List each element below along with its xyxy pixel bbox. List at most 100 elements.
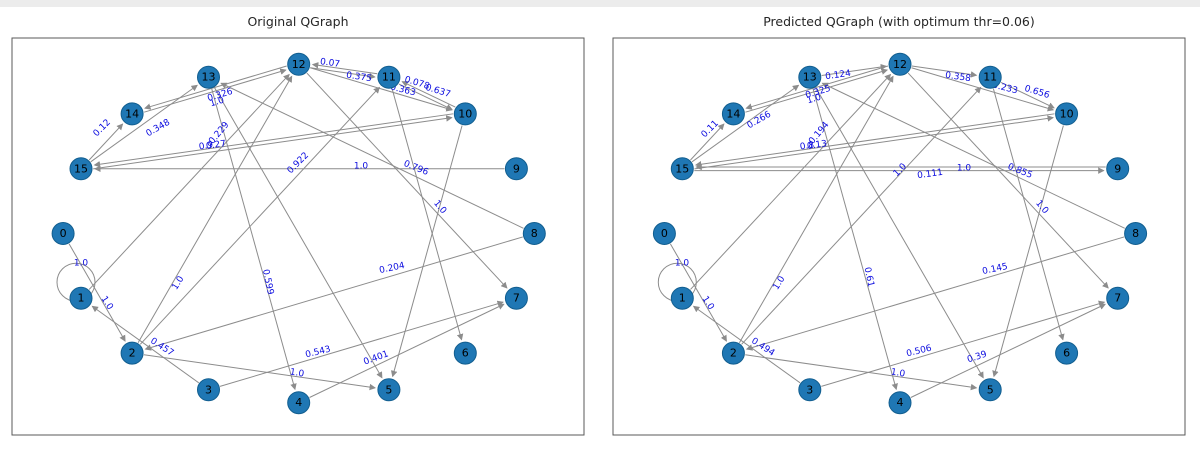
edge-weight-label: 1.0 [892, 162, 909, 179]
edge-weight-label: 0.543 [304, 345, 331, 361]
graph-edge [143, 68, 287, 113]
graph-node [287, 391, 311, 415]
edge-weight-label: 1.0 [957, 164, 972, 174]
graph-node [888, 52, 912, 76]
graph-edge [391, 88, 464, 341]
edge-weight-label: 0.13 [806, 139, 827, 152]
node-label: 0 [661, 227, 668, 240]
graph-node [377, 65, 401, 89]
graph-edge [738, 75, 894, 343]
graph-node [120, 341, 144, 365]
graph-edge [1000, 81, 1055, 109]
graph-edge [911, 65, 978, 78]
graph-edge [306, 72, 508, 289]
graph-node [453, 341, 477, 365]
graph-node [197, 65, 220, 89]
right-panel-title: Predicted QGraph (with optimum thr=0.06) [763, 14, 1035, 29]
graph-edge [691, 84, 800, 163]
graph-node [1055, 102, 1079, 126]
edge-weight-label: 0.599 [260, 268, 275, 296]
node-label: 5 [987, 383, 994, 396]
graph-node [978, 65, 1002, 89]
node-label: 12 [292, 58, 306, 71]
edge-weight-label: 0.358 [944, 71, 971, 85]
node-label: 7 [1114, 292, 1121, 305]
edge-weight-label: 0.375 [345, 71, 372, 84]
graph-edge [745, 68, 889, 113]
graph-edge [992, 88, 1065, 341]
graph-node [197, 378, 220, 402]
graph-edge [68, 243, 126, 342]
graph-node [652, 222, 676, 245]
graph-edge [815, 87, 984, 379]
node-label: 1 [78, 292, 85, 305]
edge-weight-label: 0.39 [966, 350, 988, 366]
graph-edge [812, 88, 898, 391]
edge-weight-label: 0.266 [746, 110, 774, 132]
graph-node [69, 157, 93, 181]
edge-weight-label: 0.637 [424, 83, 452, 100]
graph-edge [694, 115, 1054, 170]
graph-node [670, 286, 694, 310]
node-label: 10 [458, 107, 472, 120]
graph-edge [401, 81, 456, 108]
graph-node [798, 65, 822, 89]
graph-node [721, 341, 745, 365]
graph-edge [669, 243, 727, 342]
graph-edge [93, 115, 453, 170]
node-label: 13 [803, 71, 817, 84]
graph-edge [310, 67, 376, 80]
graph-node [798, 378, 822, 402]
edge-weight-label: 1.0 [431, 199, 448, 217]
edge-weight-label: 0.61 [862, 266, 876, 288]
graph-node [670, 157, 694, 181]
graph-edge [745, 236, 1125, 351]
edge-weight-label: 0.401 [362, 349, 390, 367]
graph-edge [211, 88, 297, 391]
edge-weight-label: 1.0 [354, 162, 369, 172]
edge-weight-label: 1.0 [289, 367, 305, 379]
graph-edge [219, 300, 504, 387]
graph-edge [821, 300, 1106, 387]
edge-weight-label: 0.8 [799, 141, 815, 153]
graph-edge [992, 125, 1064, 378]
graph-edge [93, 113, 454, 168]
node-label: 9 [513, 162, 520, 175]
node-label: 15 [74, 162, 88, 175]
graph-edge [821, 63, 888, 76]
node-label: 5 [385, 383, 392, 396]
edge-weight-label: 0.922 [286, 151, 311, 176]
graph-edge [311, 62, 378, 75]
graph-node [978, 378, 1002, 402]
graph-edge [907, 72, 1109, 289]
edge-weight-label: 0.124 [825, 69, 852, 83]
edge-weight-label: 0.11 [700, 119, 721, 140]
node-label: 11 [382, 71, 396, 84]
graph-edge [692, 305, 801, 384]
node-label: 4 [295, 396, 302, 409]
graph-edge [144, 236, 523, 351]
graph-edge [90, 84, 198, 163]
node-label: 6 [1063, 347, 1070, 360]
graph-node [453, 102, 477, 126]
node-label: 11 [983, 71, 997, 84]
graph-edge [139, 86, 381, 345]
graph-node [69, 286, 93, 310]
node-label: 2 [129, 347, 136, 360]
graph-node [888, 391, 912, 415]
graph-edge [220, 82, 524, 229]
graph-node [721, 102, 745, 126]
edge-weight-label: 0.27 [205, 139, 226, 152]
edge-weight-label: 0.348 [145, 118, 173, 140]
edge-weight-label: 1.0 [98, 295, 114, 313]
graph-edge [214, 87, 383, 379]
edge-weight-label: 1.0 [170, 274, 186, 292]
edge-weight-label: 1.0 [890, 367, 906, 379]
edge-weight-label: 0.656 [1023, 84, 1051, 101]
graph-node [504, 286, 528, 310]
graph-edge [745, 65, 889, 110]
edge-weight-label: 1.0 [1033, 199, 1050, 217]
